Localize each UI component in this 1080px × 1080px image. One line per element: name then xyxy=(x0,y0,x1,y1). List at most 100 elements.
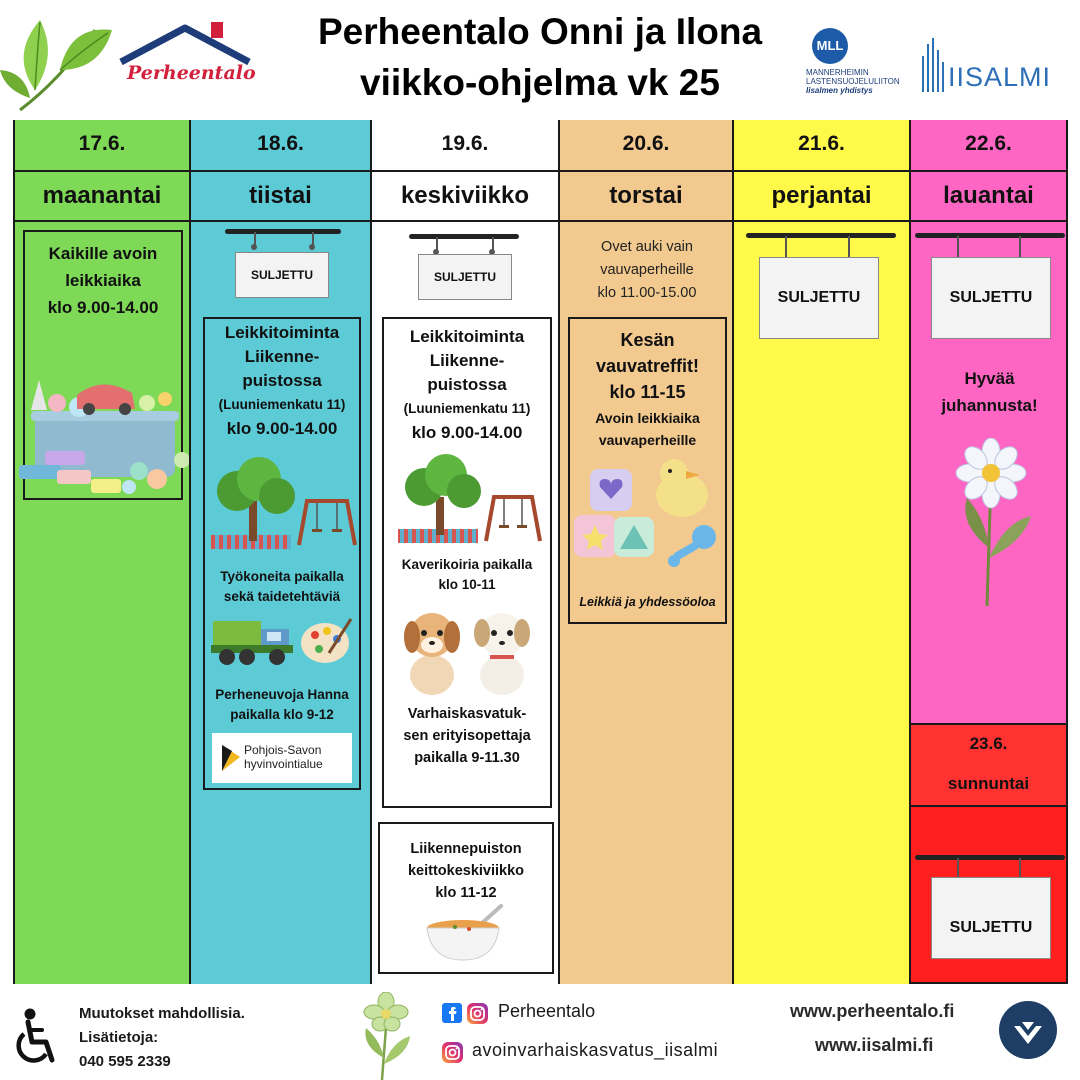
monday-line2: leikkiaika xyxy=(65,271,141,290)
tuesday-closed-sign: SULJETTU xyxy=(235,252,329,298)
day-friday: perjantai xyxy=(734,170,909,222)
date-monday: 17.6. xyxy=(78,132,126,155)
thursday-note-line1: Ovet auki vain xyxy=(601,239,693,255)
leaf-decoration xyxy=(0,0,115,120)
soup-bowl-icon xyxy=(380,904,552,964)
mll-logo-circle: MLL xyxy=(812,28,848,64)
thursday-title1: Kesän xyxy=(620,330,675,350)
accessibility-icon xyxy=(10,1008,62,1068)
thursday-title3: klo 11-15 xyxy=(609,382,686,402)
instagram-icon[interactable] xyxy=(442,1042,463,1063)
wednesday-dogs-line2: klo 10-11 xyxy=(438,577,496,592)
pohjois-savon-logo-line2: hyvinvointialue xyxy=(244,757,323,771)
perheentalo-logo: Perheentalo xyxy=(115,18,256,98)
dogs-illustration xyxy=(384,595,550,703)
iisalmi-logo-text: IISALMI xyxy=(948,62,1052,92)
tuesday-time: klo 9.00-14.00 xyxy=(226,419,338,438)
column-tuesday: 18.6. tiistai SULJETTU Leikkitoiminta Li… xyxy=(189,120,370,984)
wednesday-address: (Luuniemenkatu 11) xyxy=(403,401,531,416)
friday-closed-sign: SULJETTU xyxy=(759,257,879,339)
closed-sign-bar xyxy=(225,229,341,234)
wednesday-time: klo 9.00-14.00 xyxy=(411,423,523,442)
sign-pin xyxy=(433,249,439,255)
greeting-line1: Hyvää xyxy=(964,369,1015,388)
page-title-line2: viikko-ohjelma vk 25 xyxy=(360,62,720,103)
tuesday-info1-line2: sekä taidetehtäviä xyxy=(223,589,341,604)
footer-social-perheentalo[interactable]: Perheentalo xyxy=(498,1001,596,1021)
soup-line3: klo 11-12 xyxy=(435,885,497,901)
tuesday-event-box: Leikkitoiminta Liikenne- puistossa (Luun… xyxy=(203,317,361,790)
closed-sign-bar xyxy=(915,233,1065,238)
facebook-icon[interactable] xyxy=(442,1003,462,1023)
footer-flower-illustration xyxy=(352,991,422,1080)
soup-line1: Liikennepuiston xyxy=(410,841,522,857)
sign-string xyxy=(436,237,438,251)
midsummer-greeting: Hyvää juhannusta! xyxy=(911,365,1068,419)
column-friday: 21.6. perjantai SULJETTU xyxy=(732,120,909,984)
sign-pin xyxy=(251,244,257,250)
truck-and-palette-illustration xyxy=(205,607,359,685)
park-illustration xyxy=(384,445,550,555)
mll-logo-text: MANNERHEIMIN LASTENSUOJELULIITON Iisalme… xyxy=(806,68,900,95)
column-thursday: 20.6. torstai Ovet auki vain vauvaperhei… xyxy=(558,120,732,984)
footer-web-perheentalo[interactable]: www.perheentalo.fi xyxy=(790,1001,955,1021)
toy-box-illustration xyxy=(17,375,192,495)
tuesday-address: (Luuniemenkatu 11) xyxy=(218,397,346,412)
thursday-note-line3: klo 11.00-15.00 xyxy=(597,285,697,301)
wednesday-teacher-line2: sen erityisopettaja xyxy=(403,728,531,744)
date-thursday: 20.6. xyxy=(622,132,670,155)
monday-event-box: Kaikille avoin leikkiaika klo 9.00-14.00 xyxy=(23,230,183,500)
closed-sign-bar xyxy=(409,234,519,239)
footer-more-info: Lisätietoja: xyxy=(79,1029,159,1046)
tuesday-info2-line1: Perheneuvoja Hanna xyxy=(215,687,349,702)
page-title-line1: Perheentalo Onni ja Ilona xyxy=(317,11,763,52)
sign-string xyxy=(312,232,314,246)
thursday-title2: vauvatreffit! xyxy=(595,356,700,376)
monday-line1: Kaikille avoin xyxy=(48,244,158,263)
veikkaus-seal-icon xyxy=(998,1000,1058,1060)
page-title: Perheentalo Onni ja Ilona viikko-ohjelma… xyxy=(250,8,830,106)
thursday-caption: Leikkiä ja yhdessöoloa xyxy=(579,595,716,609)
sign-string xyxy=(957,236,959,260)
tuesday-line1: Leikkitoiminta xyxy=(224,323,340,342)
closed-sign-bar xyxy=(915,855,1065,860)
thursday-note: Ovet auki vain vauvaperheille klo 11.00-… xyxy=(560,236,734,305)
saturday-closed-sign: SULJETTU xyxy=(931,257,1051,339)
day-sunday: sunnuntai xyxy=(947,774,1030,793)
day-saturday: lauantai xyxy=(911,170,1066,222)
instagram-icon[interactable] xyxy=(467,1003,488,1024)
tuesday-info1-line1: Työkoneita paikalla xyxy=(220,569,344,584)
sunday-header: 23.6. sunnuntai xyxy=(909,723,1068,807)
sign-pin xyxy=(309,244,315,250)
sunday-closed-sign: SULJETTU xyxy=(931,877,1051,959)
monday-line3: klo 9.00-14.00 xyxy=(47,298,159,317)
wednesday-event-box: Leikkitoiminta Liikenne- puistossa (Luun… xyxy=(382,317,552,808)
wednesday-line1: Leikkitoiminta xyxy=(409,327,525,346)
day-tuesday: tiistai xyxy=(191,170,370,222)
mll-line1: MANNERHEIMIN xyxy=(806,68,869,77)
day-wednesday: keskiviikko xyxy=(372,170,558,222)
column-wednesday: 19.6. keskiviikko SULJETTU Leikkitoimint… xyxy=(370,120,558,984)
date-tuesday: 18.6. xyxy=(257,132,304,155)
sign-string xyxy=(254,232,256,246)
day-monday: maanantai xyxy=(15,170,189,222)
mll-line2: LASTENSUOJELULIITON xyxy=(806,77,900,86)
date-saturday: 22.6. xyxy=(965,132,1012,155)
sunday-closed-label: SULJETTU xyxy=(949,919,1033,936)
wednesday-closed-label: SULJETTU xyxy=(433,270,496,284)
sign-string xyxy=(785,236,787,260)
closed-sign-bar xyxy=(746,233,896,238)
thursday-note-line2: vauvaperheille xyxy=(600,262,694,278)
perheentalo-logo-text: Perheentalo xyxy=(127,62,256,84)
tuesday-closed-label: SULJETTU xyxy=(250,268,313,282)
footer-web-iisalmi[interactable]: www.iisalmi.fi xyxy=(815,1035,934,1055)
day-thursday: torstai xyxy=(560,170,732,222)
flower-illustration xyxy=(945,437,1035,608)
footer-social-instagram[interactable]: avoinvarhaiskasvatus_iisalmi xyxy=(472,1040,719,1060)
iisalmi-logo: IISALMI xyxy=(918,32,1063,92)
column-monday: 17.6. maanantai Kaikille avoin leikkiaik… xyxy=(13,120,192,984)
wednesday-teacher-line1: Varhaiskasvatuk- xyxy=(407,706,527,722)
date-sunday: 23.6. xyxy=(969,734,1008,753)
mll-line3: Iisalmen yhdistys xyxy=(806,86,873,95)
sign-string xyxy=(1019,236,1021,260)
